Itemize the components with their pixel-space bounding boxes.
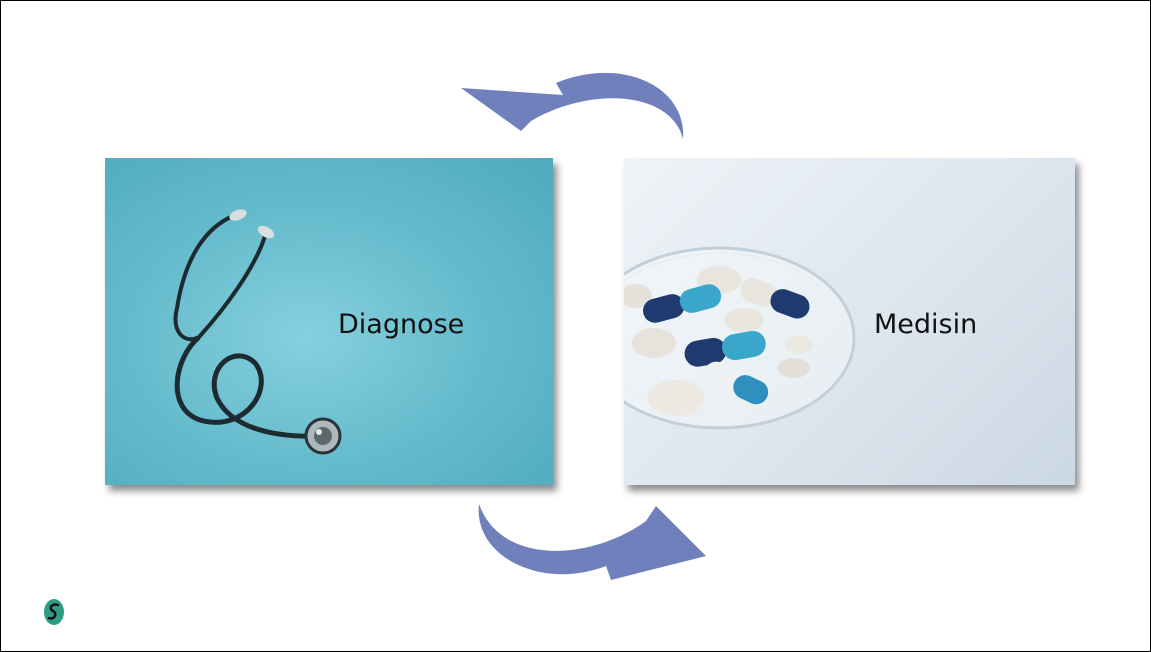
logo-icon: [44, 599, 64, 625]
diagnose-panel: Diagnose: [105, 158, 553, 485]
panel-label-medisin: Medisin: [874, 309, 978, 340]
panel-label-diagnose: Diagnose: [338, 309, 465, 340]
pills-image: [624, 246, 856, 430]
medisin-panel: Medisin: [624, 158, 1075, 485]
curved-arrow-left-icon: [461, 72, 684, 139]
curved-arrow-right-icon: [478, 504, 706, 580]
stethoscope-image: [173, 209, 342, 455]
